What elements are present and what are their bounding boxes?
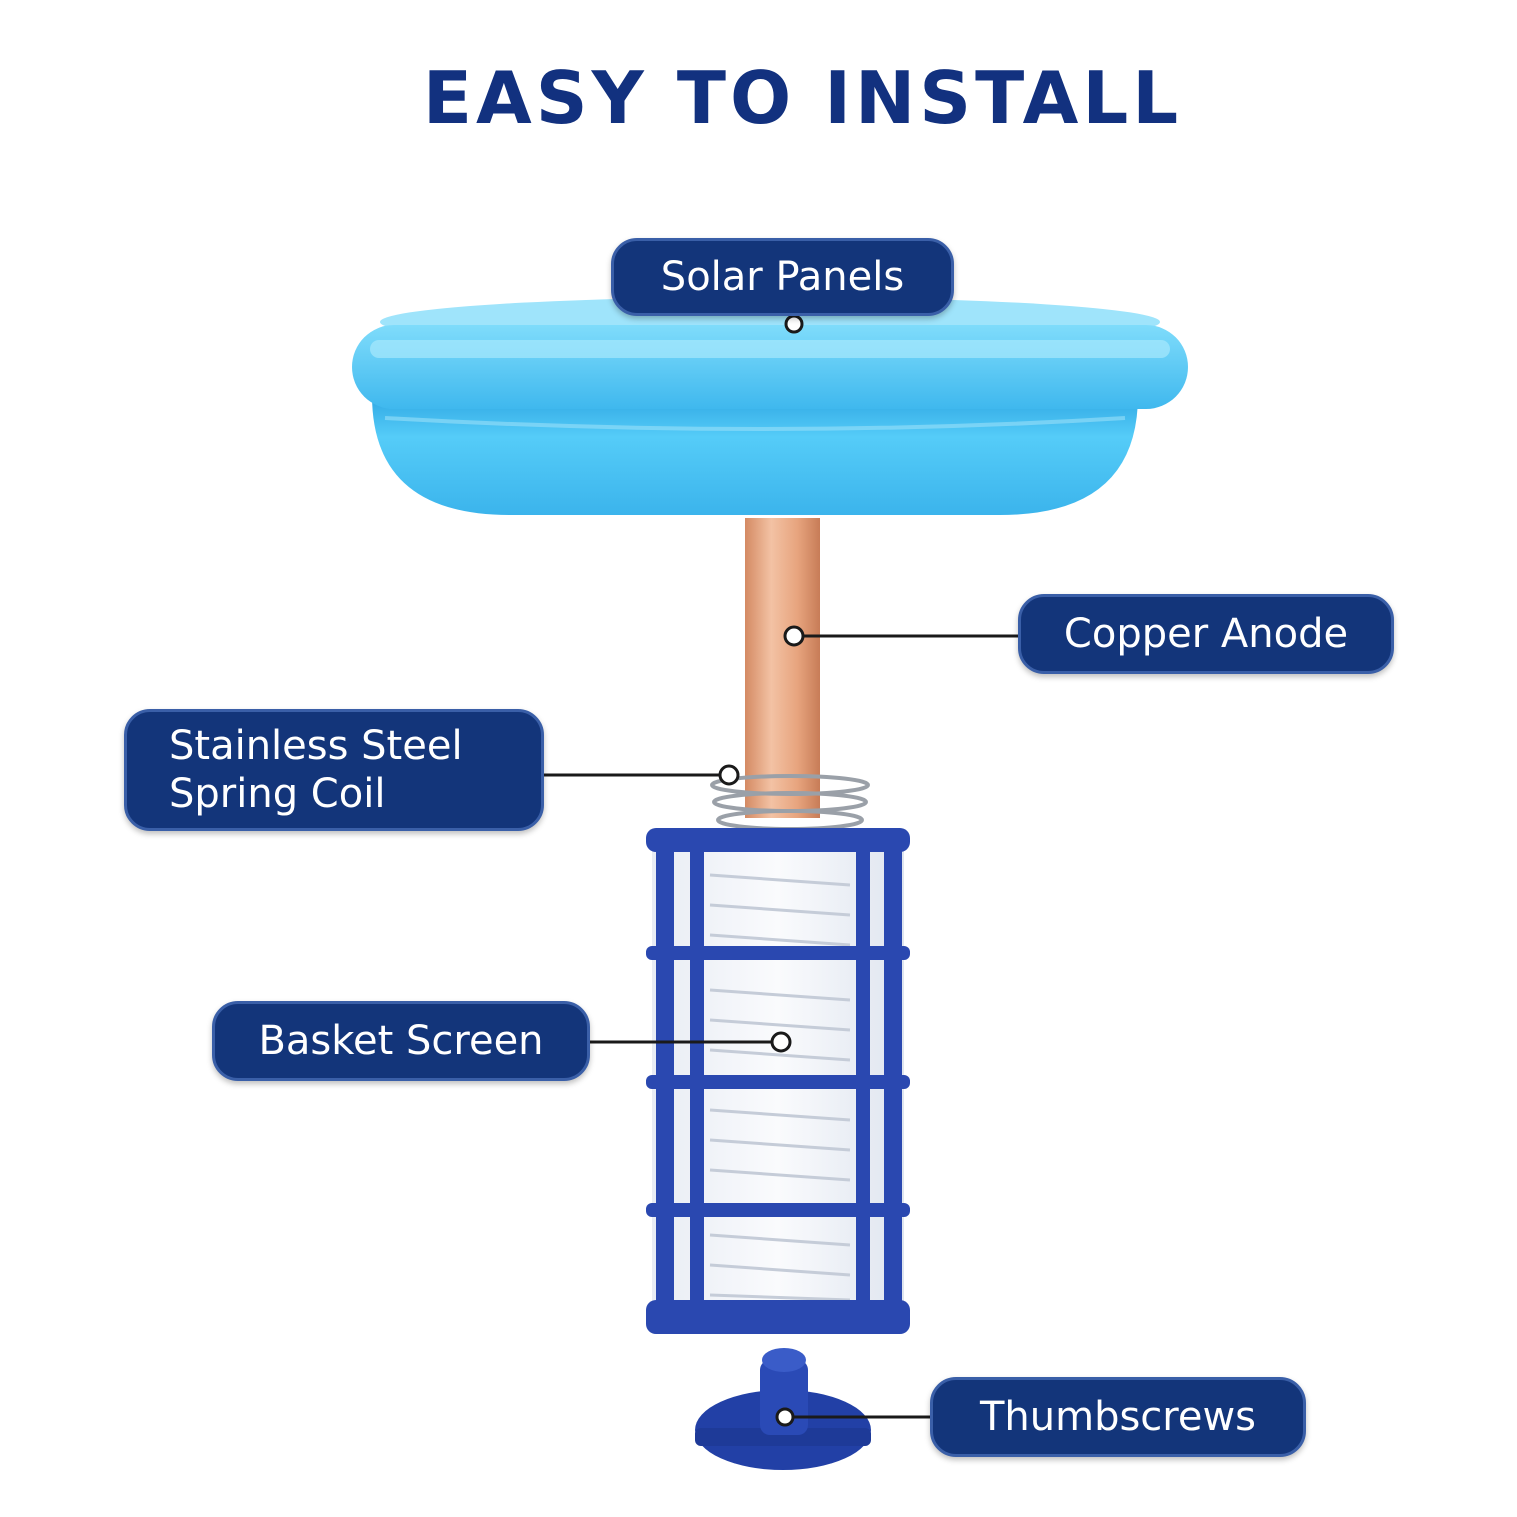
copper-anode-rod [745,518,820,818]
label-solar-panels-text: Solar Panels [660,254,905,300]
label-basket-screen: Basket Screen [212,1001,590,1081]
label-solar-panels: Solar Panels [611,238,954,316]
page-title: EASY TO INSTALL [422,56,1183,140]
label-copper-anode-text: Copper Anode [1063,611,1349,657]
basket-screen-pointer-dot [770,1031,792,1053]
spring-coil-pointer-dot [718,764,740,786]
label-thumbscrews: Thumbscrews [930,1377,1306,1457]
label-copper-anode: Copper Anode [1018,594,1394,674]
solar-float [352,297,1188,515]
copper-anode-pointer-dot [783,625,805,647]
basket-screen [646,828,910,1334]
pointer-dots [718,314,805,1427]
label-steel-line-2: Spring Coil [169,771,386,817]
label-stainless-steel-spring-coil: Stainless Steel Spring Coil [124,709,544,831]
thumbscrew [695,1348,871,1470]
label-thumbscrews-text: Thumbscrews [979,1394,1257,1440]
leader-lines [544,634,1018,1419]
label-steel-line-1: Stainless Steel [169,723,463,769]
solar-panels-pointer-dot [784,314,804,334]
label-basket-screen-text: Basket Screen [258,1018,544,1064]
thumbscrews-pointer-dot [775,1407,795,1427]
